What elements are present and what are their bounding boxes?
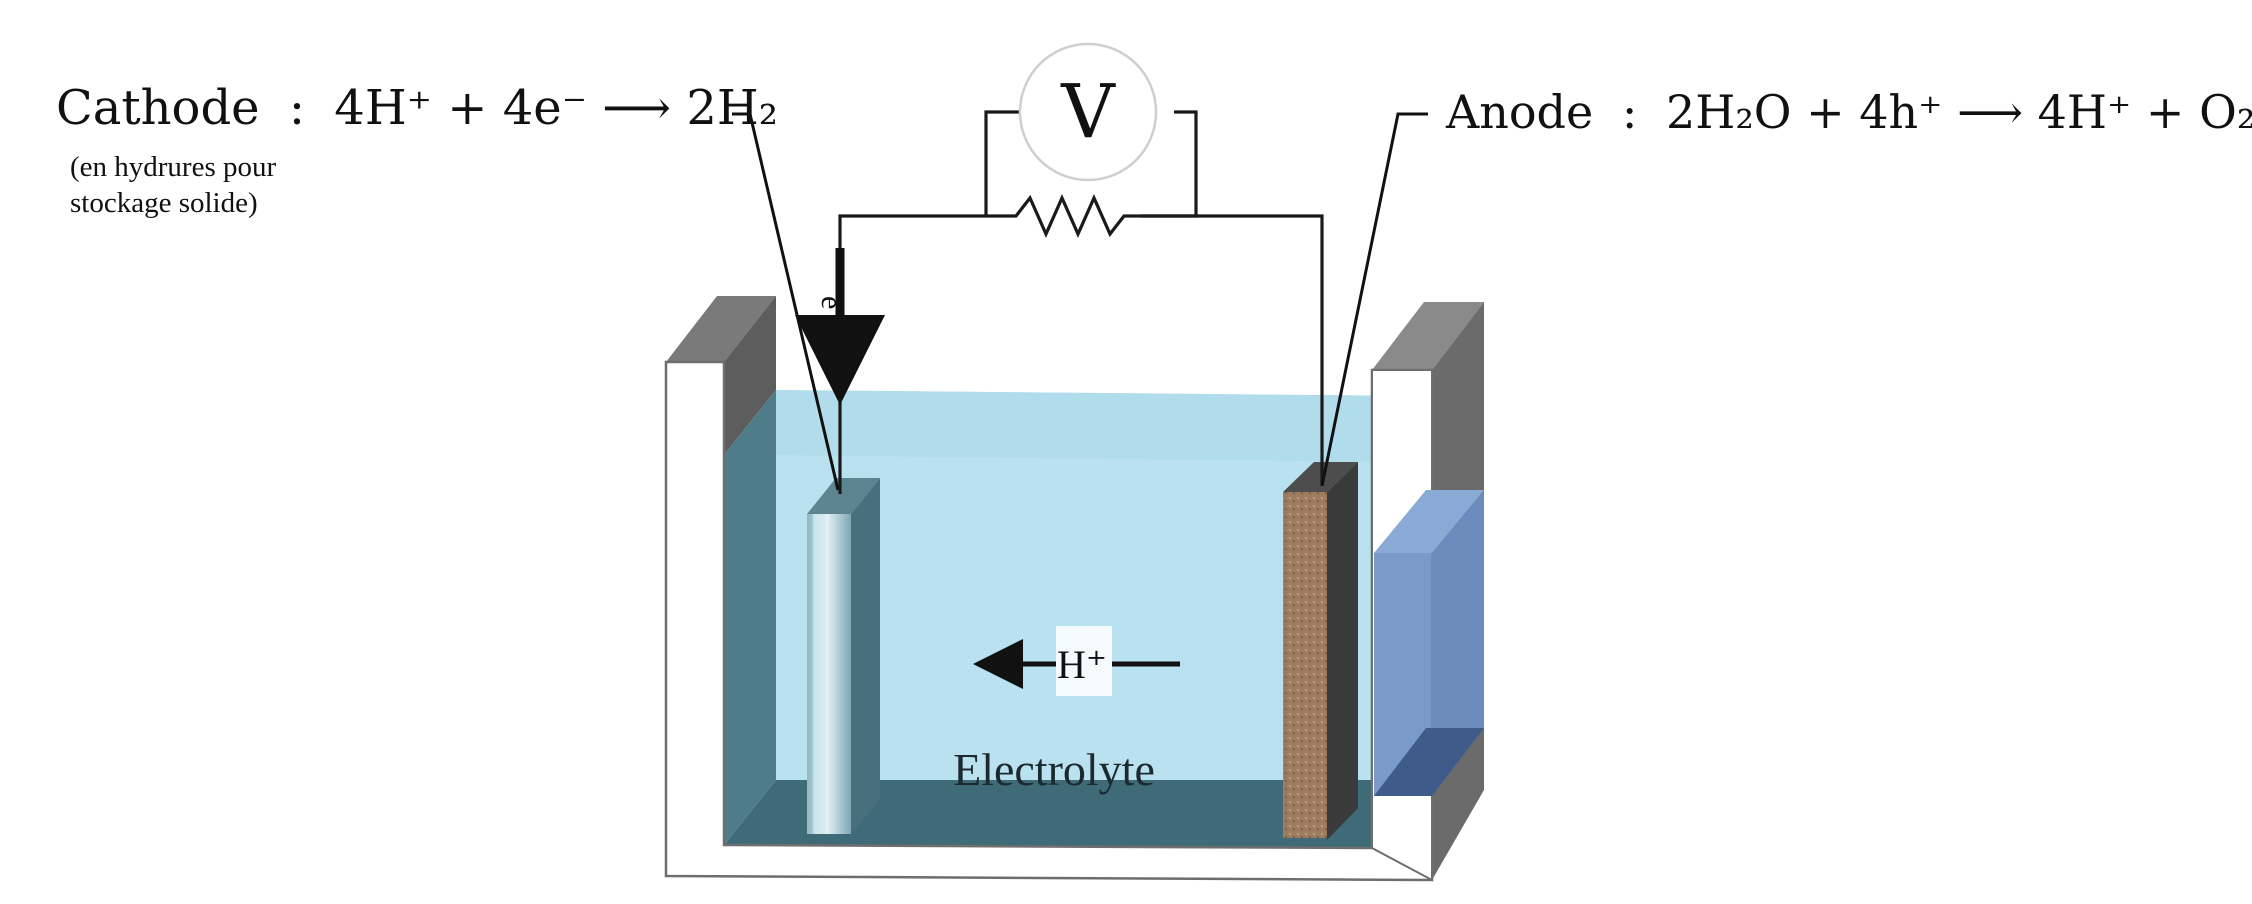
- cathode-plate: [807, 478, 880, 834]
- anode-leader-line: [1320, 112, 1428, 487]
- cathode-note-line1: (en hydrures pour: [70, 151, 277, 183]
- cathode-separator: :: [289, 80, 305, 136]
- anode-separator: :: [1622, 85, 1638, 139]
- tank-floor: [724, 780, 1424, 848]
- membrane-top: [1374, 490, 1484, 553]
- cathode-note-line2: stockage solide): [70, 187, 258, 219]
- electrolysis-tank: [664, 296, 1484, 882]
- svg-text:Anode : 2H₂O + 4h⁺: Anode : 2H₂O + 4h⁺ ⟶ 4H⁺ + O₂: [1445, 85, 2252, 139]
- electrolyte-label: Electrolyte: [953, 744, 1155, 795]
- svg-text:Cathode : 4H⁺ + 4e: Cathode : 4H⁺ + 4e⁻ ⟶ 2H₂: [56, 80, 778, 136]
- proton-label-box: [1056, 626, 1112, 696]
- cathode-reaction: 4H⁺ + 4e⁻ ⟶ 2H₂: [334, 80, 778, 136]
- anode-equation: Anode : 2H₂O + 4h⁺ ⟶ 4H⁺ + O₂: [1445, 85, 2252, 139]
- tank-left-wall-inner: [724, 296, 776, 455]
- tank-right-wall-top: [1372, 302, 1484, 370]
- tank-left-inner-wall: [724, 390, 776, 845]
- cathode-label: Cathode: [56, 80, 260, 136]
- proton-migration: H⁺: [973, 626, 1180, 696]
- proton-label: H⁺: [1057, 642, 1107, 687]
- anode-reaction: 2H₂O + 4h⁺ ⟶ 4H⁺ + O₂: [1666, 85, 2252, 139]
- voltmeter-symbol: V: [1060, 69, 1116, 155]
- resistor: [986, 194, 1140, 238]
- external-circuit: V e⁻: [795, 42, 1324, 494]
- cathode-leader-line: [732, 112, 840, 491]
- anode-plate: [1283, 462, 1358, 840]
- electrolyte-body: [776, 455, 1372, 780]
- tank-left-wall-top: [666, 296, 776, 362]
- voltmeter-circle: [1018, 42, 1158, 182]
- membrane-window: [1374, 490, 1484, 796]
- anode-label: Anode: [1445, 85, 1593, 139]
- cathode-equation: Cathode : 4H⁺ + 4e⁻ ⟶ 2H₂ (en hydrures p…: [56, 80, 778, 219]
- electron-label: e⁻: [815, 296, 848, 325]
- circuit-wire-right: [1140, 214, 1324, 486]
- voltmeter-branch: [984, 110, 1198, 218]
- membrane-bottom: [1374, 728, 1484, 796]
